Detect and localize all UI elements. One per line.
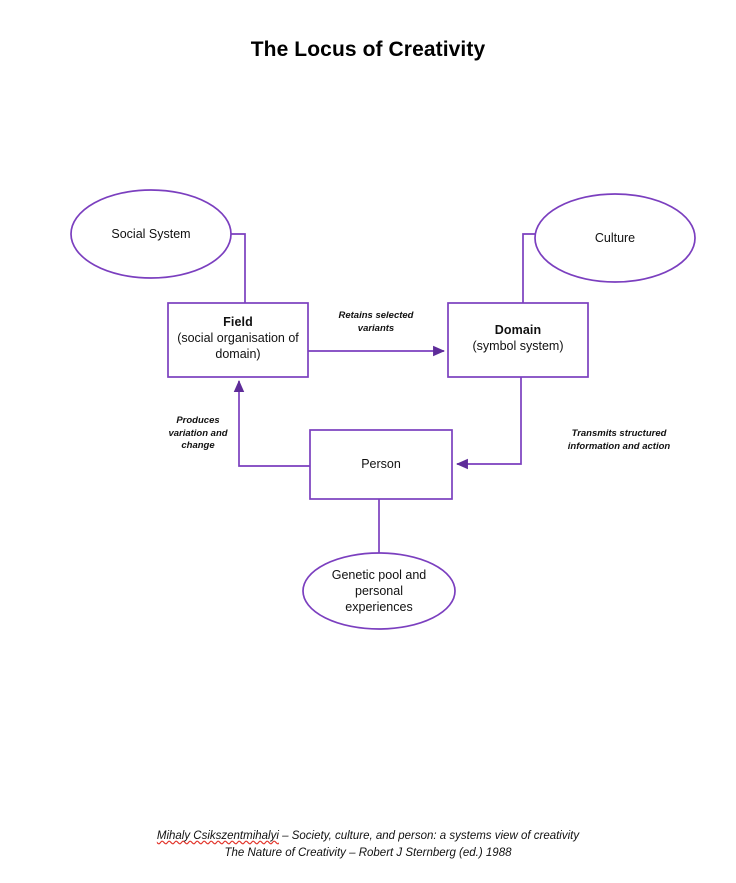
node-social-system-shape[interactable] [70, 189, 232, 279]
page-title: The Locus of Creativity [250, 38, 486, 61]
edge-domain-to-person [456, 377, 522, 470]
citation-author: Mihaly Csikszentmihalyi [156, 830, 279, 842]
edge-culture-to-domain [522, 233, 540, 303]
citation-line-2: The Nature of Creativity – Robert J Ster… [224, 846, 512, 859]
node-culture-shape[interactable] [534, 193, 696, 283]
node-field-shape[interactable] [167, 302, 309, 378]
citation: Mihaly Csikszentmihalyi – Society, cultu… [0, 828, 736, 861]
edge-person-to-field [233, 380, 310, 467]
citation-line-1: Mihaly Csikszentmihalyi – Society, cultu… [0, 828, 736, 845]
node-person-shape[interactable] [309, 429, 453, 500]
node-domain-shape[interactable] [447, 302, 589, 378]
node-genetic-pool-shape[interactable] [302, 552, 456, 630]
citation-line-1-rest: – Society, culture, and person: a system… [278, 830, 580, 842]
edge-social-system-to-field [228, 233, 246, 303]
